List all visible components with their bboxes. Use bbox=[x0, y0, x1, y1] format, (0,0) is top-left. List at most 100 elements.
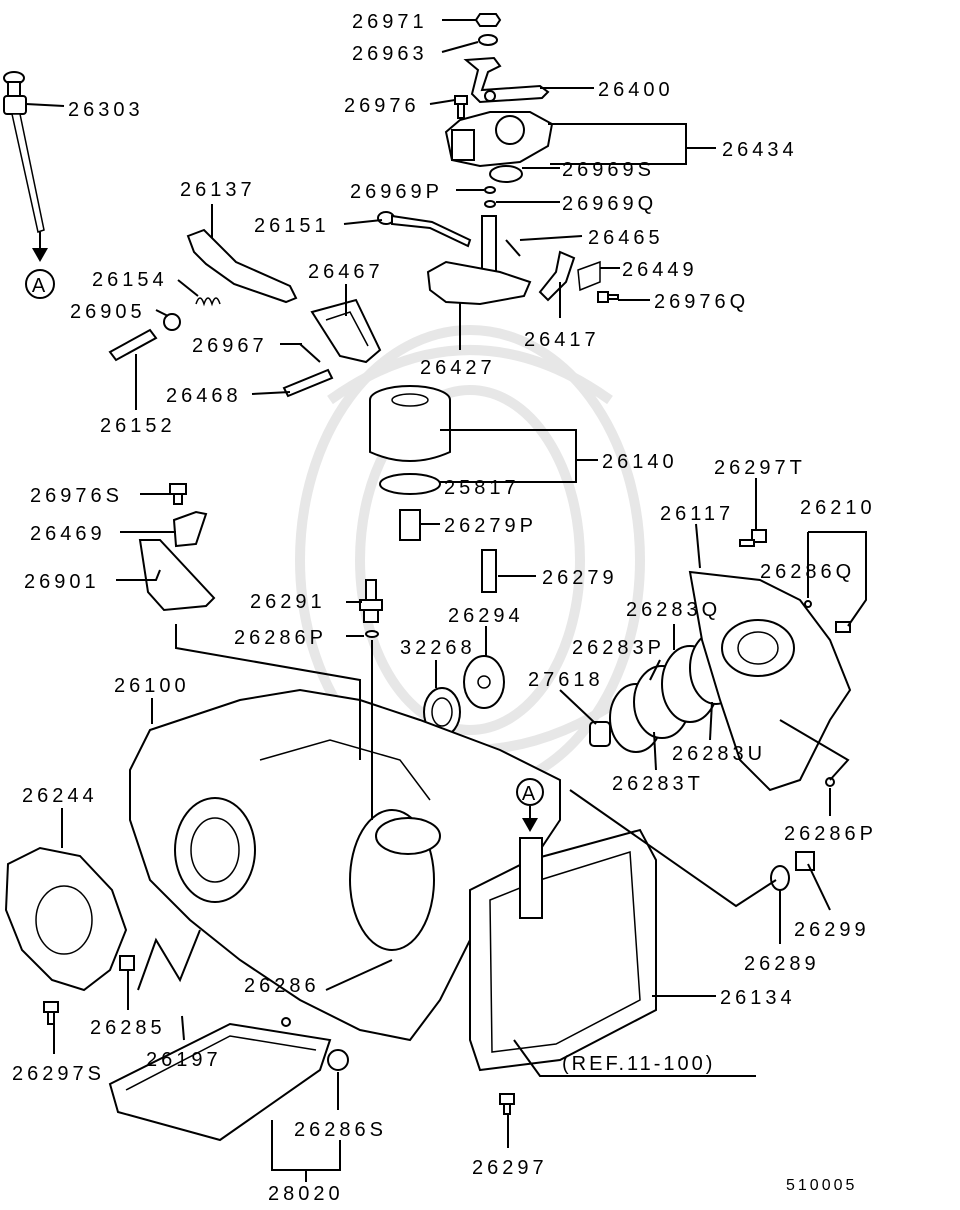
label-26905: 26905 bbox=[70, 301, 146, 323]
clamp-26469 bbox=[172, 510, 208, 548]
dipstick-26303 bbox=[3, 71, 45, 233]
label-26285: 26285 bbox=[90, 1017, 166, 1039]
label-26434: 26434 bbox=[722, 139, 798, 161]
o-ring-26969Q bbox=[484, 200, 496, 208]
label-26289: 26289 bbox=[744, 953, 820, 975]
label-26969S: 26969S bbox=[562, 159, 655, 181]
label-26286S: 26286S bbox=[294, 1119, 387, 1141]
label-26297S: 26297S bbox=[12, 1063, 105, 1085]
gasket-26289 bbox=[770, 865, 790, 891]
label-26283P: 26283P bbox=[572, 637, 665, 659]
shaft-26151 bbox=[377, 211, 472, 248]
o-ring-26286P-a bbox=[365, 630, 379, 638]
label-26291: 26291 bbox=[250, 591, 326, 613]
view-a-marker-top: A bbox=[25, 232, 55, 299]
damper-26279 bbox=[481, 549, 497, 593]
label-26465: 26465 bbox=[588, 227, 664, 249]
marker-a-label-top: A bbox=[32, 275, 48, 297]
control-lever-26400 bbox=[463, 56, 550, 104]
label-26279P: 26279P bbox=[444, 515, 537, 537]
o-ring-26286P-b bbox=[825, 777, 835, 787]
label-26283Q: 26283Q bbox=[626, 599, 721, 621]
label-26151: 26151 bbox=[254, 215, 330, 237]
label-26134: 26134 bbox=[720, 987, 796, 1009]
pin-26465 bbox=[505, 239, 521, 257]
view-a-marker-bottom: A bbox=[516, 778, 544, 832]
label-26417: 26417 bbox=[524, 329, 600, 351]
label-26279: 26279 bbox=[542, 567, 618, 589]
case-26117 bbox=[688, 570, 852, 792]
pin-26152 bbox=[108, 328, 158, 362]
label-26449: 26449 bbox=[622, 259, 698, 281]
label-26468: 26468 bbox=[166, 385, 242, 407]
bolt-26297T bbox=[739, 529, 767, 547]
label-26400: 26400 bbox=[598, 79, 674, 101]
inhibitor-switch-26434 bbox=[444, 111, 554, 168]
detent-lever-26137 bbox=[186, 228, 298, 304]
link-26417 bbox=[538, 250, 576, 302]
label-26976: 26976 bbox=[344, 95, 420, 117]
pin-26468 bbox=[282, 368, 334, 398]
o-ring-26969S bbox=[489, 165, 523, 183]
o-ring-26969P bbox=[484, 186, 496, 194]
plate-26449 bbox=[577, 260, 601, 292]
gasket-25817 bbox=[379, 473, 441, 495]
spring-26154 bbox=[195, 297, 221, 307]
label-26901: 26901 bbox=[24, 571, 100, 593]
label-26286Q: 26286Q bbox=[760, 561, 855, 583]
label-26100: 26100 bbox=[114, 675, 190, 697]
part-labels: 26971 26963 26400 26976 26303 26434 2696… bbox=[12, 11, 877, 1205]
washer-26963 bbox=[478, 34, 498, 46]
bolt-26297 bbox=[499, 1093, 515, 1115]
bolt-26210 bbox=[835, 621, 851, 633]
marker-a-label-bottom: A bbox=[522, 783, 538, 805]
label-26971: 26971 bbox=[352, 11, 428, 33]
plug-26286Q bbox=[804, 600, 812, 608]
label-27618: 27618 bbox=[528, 669, 604, 691]
label-26286: 26286 bbox=[244, 975, 320, 997]
label-25817: 25817 bbox=[444, 477, 520, 499]
o-ring-26286S bbox=[327, 1049, 349, 1071]
bolt-26976 bbox=[454, 95, 468, 119]
nut-26971 bbox=[474, 13, 502, 27]
drain-plug-26299 bbox=[795, 851, 815, 871]
label-26963: 26963 bbox=[352, 43, 428, 65]
label-26969Q: 26969Q bbox=[562, 193, 657, 215]
label-26137: 26137 bbox=[180, 179, 256, 201]
label-26283U: 26283U bbox=[672, 743, 766, 765]
label-26117: 26117 bbox=[660, 503, 734, 525]
label-26976Q: 26976Q bbox=[654, 291, 749, 313]
diagram-code: 510005 bbox=[786, 1177, 857, 1194]
label-26140: 26140 bbox=[602, 451, 678, 473]
label-26967: 26967 bbox=[192, 335, 268, 357]
bracket-26901 bbox=[138, 539, 216, 612]
label-26152: 26152 bbox=[100, 415, 176, 437]
label-26297: 26297 bbox=[472, 1157, 548, 1179]
spring-26279P bbox=[399, 509, 421, 541]
label-26297T: 26297T bbox=[714, 457, 806, 479]
label-26283T: 26283T bbox=[612, 773, 704, 795]
label-26969P: 26969P bbox=[350, 181, 443, 203]
cap-26294 bbox=[463, 655, 505, 709]
transaxle-case-26100 bbox=[129, 688, 561, 1042]
label-32268: 32268 bbox=[400, 637, 476, 659]
label-26154: 26154 bbox=[92, 269, 168, 291]
oil-filter-26140 bbox=[369, 385, 451, 462]
bolt-26297S bbox=[43, 1001, 59, 1025]
manual-shaft-26427 bbox=[426, 215, 532, 306]
label-26210: 26210 bbox=[800, 497, 876, 519]
label-26286P-a: 26286P bbox=[234, 627, 327, 649]
label-26427: 26427 bbox=[420, 357, 496, 379]
label-26244: 26244 bbox=[22, 785, 98, 807]
bolt-26976Q bbox=[597, 291, 619, 303]
bolt-26291 bbox=[359, 579, 383, 623]
label-26469: 26469 bbox=[30, 523, 106, 545]
pin-26285 bbox=[119, 955, 135, 971]
adapter-26244 bbox=[4, 846, 128, 992]
bolt-26976S bbox=[169, 483, 187, 505]
label-26286P-b: 26286P bbox=[784, 823, 877, 845]
label-28020: 28020 bbox=[268, 1183, 344, 1205]
reference-note: (REF.11-100) bbox=[562, 1053, 715, 1075]
